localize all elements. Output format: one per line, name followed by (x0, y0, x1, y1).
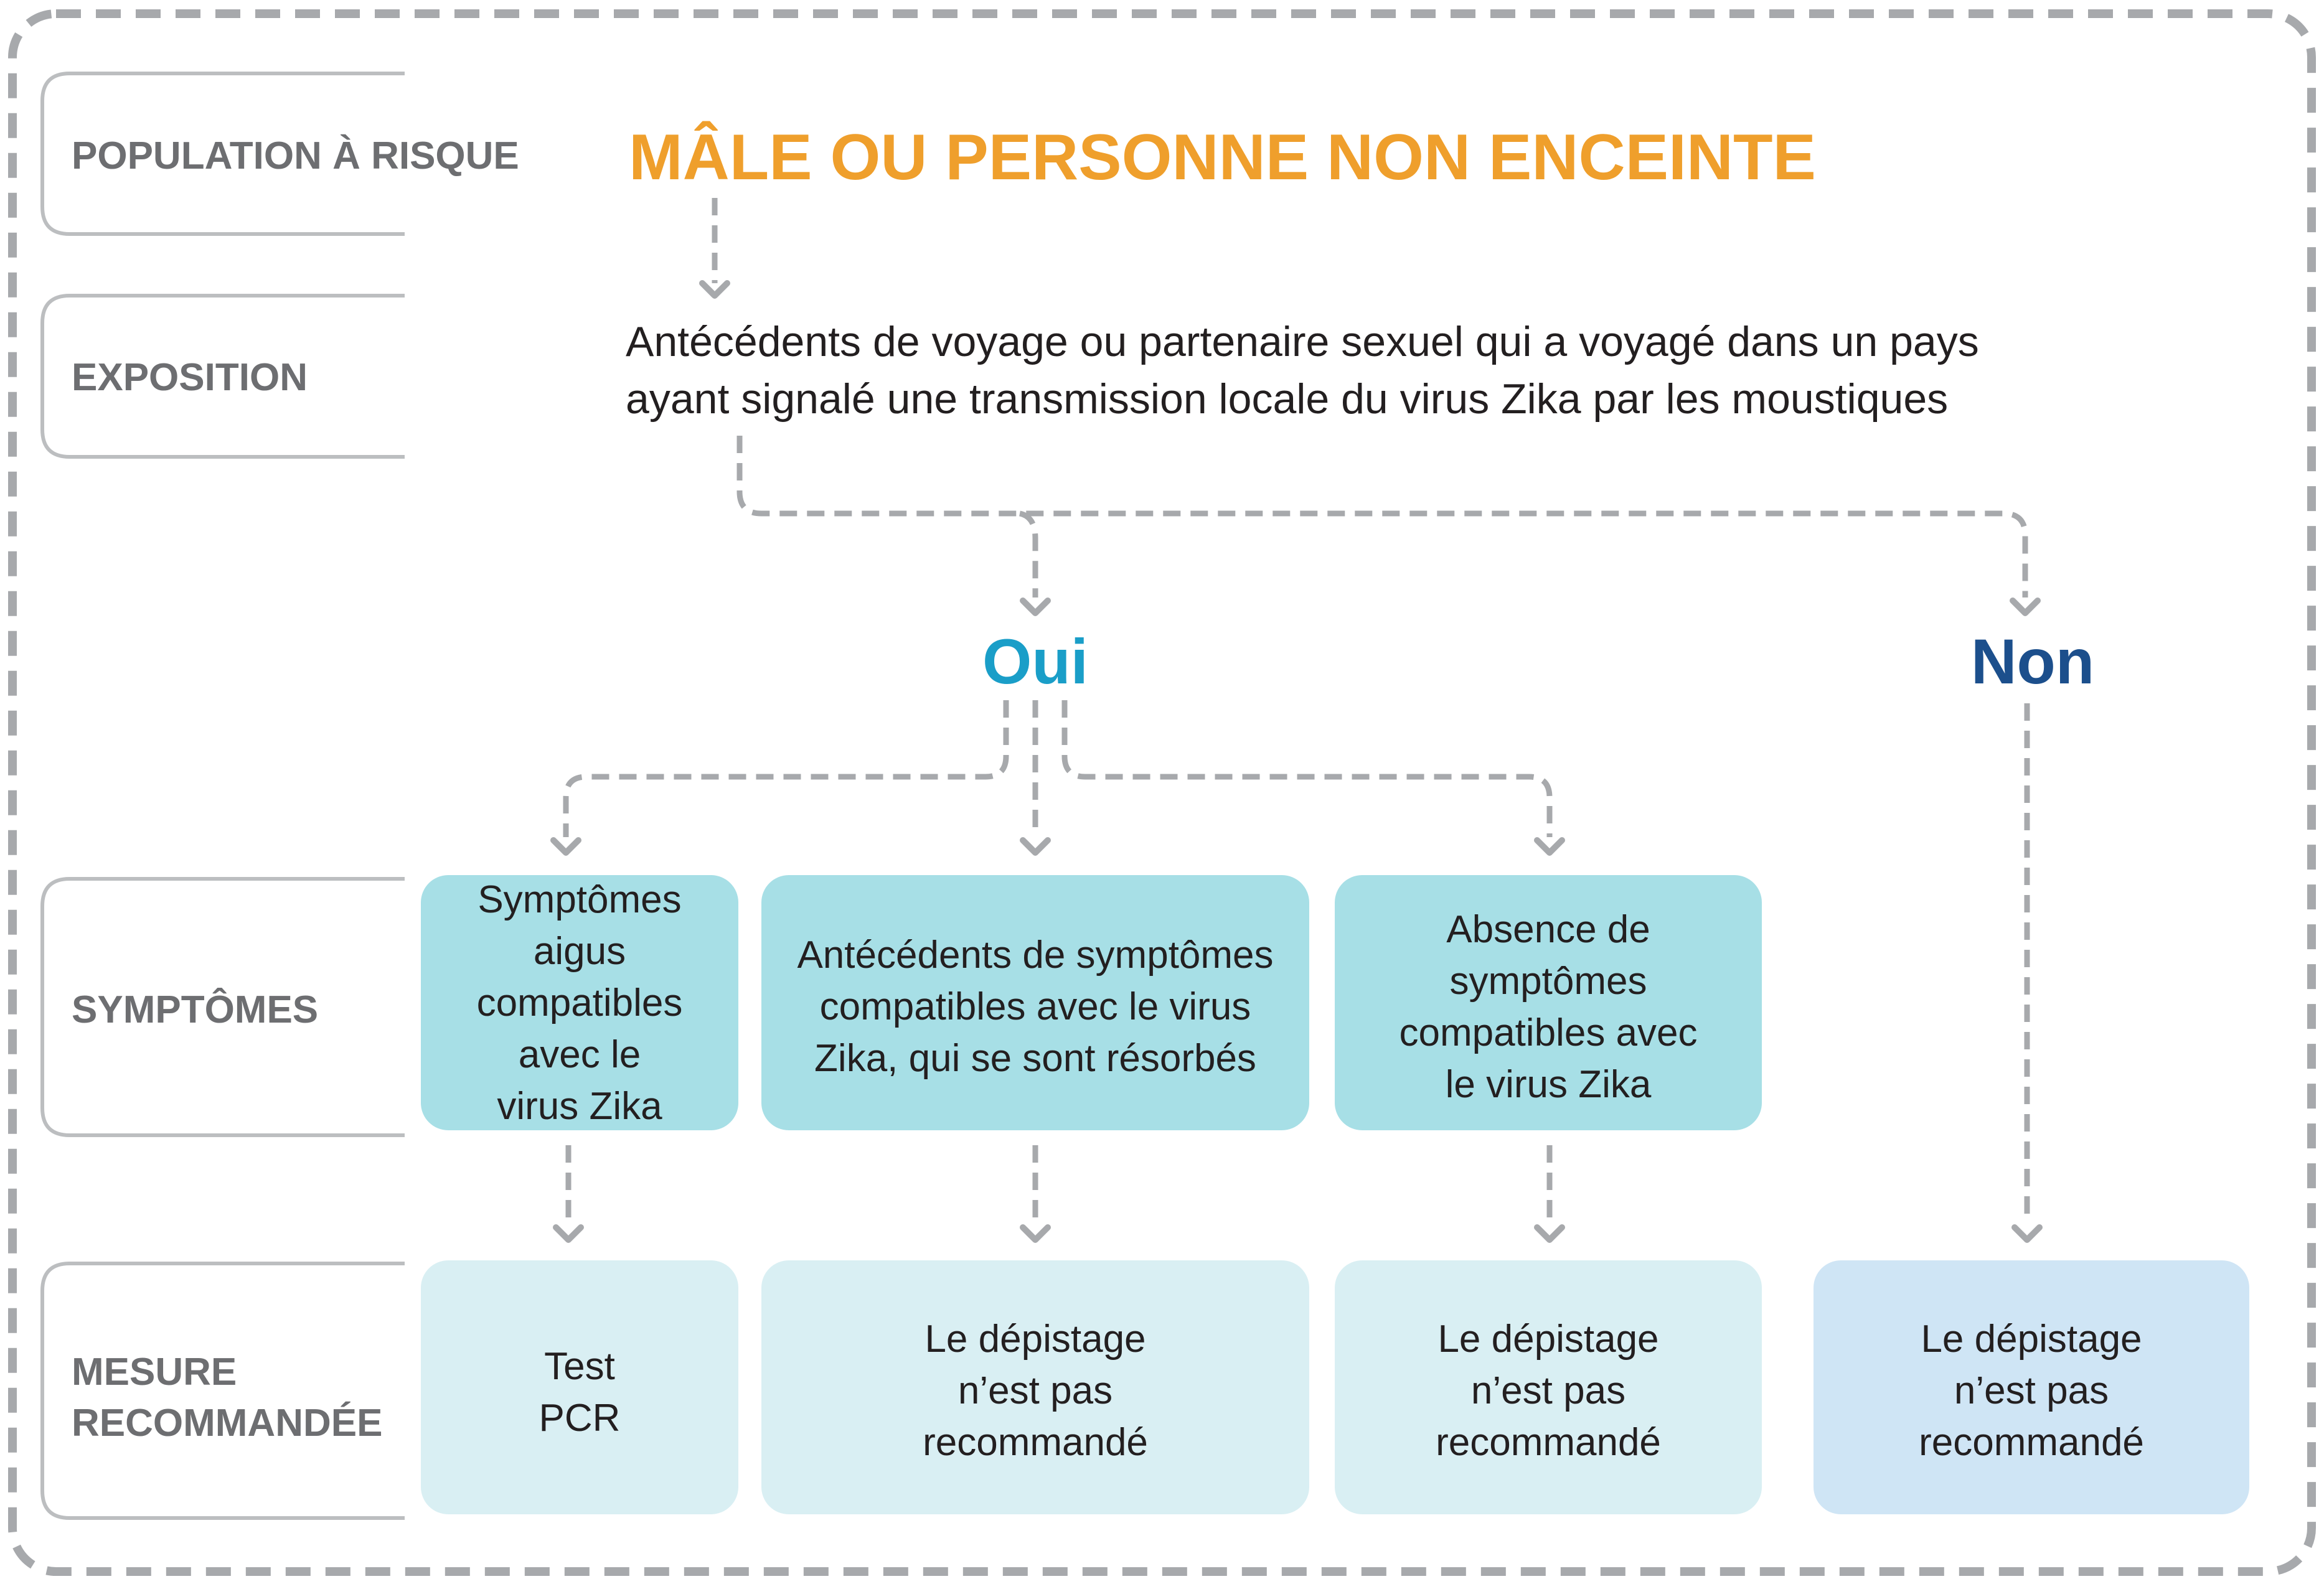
measure-box-3: Le dépistage n’est pas recommandé (1335, 1260, 1762, 1514)
symptom-box-1-line-5: virus Zika (497, 1085, 662, 1128)
arrowhead-symptom-1 (550, 837, 581, 856)
arrowhead-measure-1 (553, 1224, 584, 1243)
row-label-exposition: EXPOSITION (40, 294, 405, 459)
row-label-mesure-line-2: RECOMMANDÉE (72, 1402, 382, 1445)
measure-box-3-line-1: Le dépistage (1437, 1318, 1658, 1361)
measure-box-2-line-1: Le dépistage (924, 1318, 1146, 1361)
branch-label-oui: Oui (982, 626, 1088, 697)
connector-exposition-split (736, 436, 2028, 598)
measure-box-2-line-2: n’est pas (958, 1369, 1113, 1412)
measure-box-2-line-3: recommandé (923, 1421, 1148, 1464)
arrowhead-symptom-2 (1020, 837, 1051, 856)
symptom-box-1-line-1: Symptômes (478, 878, 681, 921)
measure-box-3-line-3: recommandé (1436, 1421, 1661, 1464)
exposition-text-line-1: Antécédents de voyage ou partenaire sexu… (626, 318, 1979, 365)
connector-oui-left (563, 700, 1009, 837)
exposition-text-line-2: ayant signalé une transmission locale du… (626, 375, 1948, 423)
measure-box-4: Le dépistage n’est pas recommandé (1814, 1260, 2249, 1514)
arrowhead-exposition (699, 280, 730, 299)
symptom-box-2-line-3: Zika, qui se sont résorbés (814, 1037, 1256, 1080)
measure-box-4-line-2: n’est pas (1954, 1369, 2109, 1412)
row-label-exposition-text: EXPOSITION (72, 356, 308, 399)
arrowhead-non (2010, 598, 2041, 616)
row-label-mesure-line-1: MESURE (72, 1351, 237, 1394)
connector-oui-right (1061, 700, 1553, 837)
symptom-box-1-line-3: compatibles (477, 982, 683, 1024)
arrowhead-symptom-3 (1534, 837, 1565, 856)
symptom-box-2: Antécédents de symptômes compatibles ave… (761, 875, 1309, 1130)
symptom-box-2-line-1: Antécédents de symptômes (797, 934, 1273, 977)
row-label-mesure: MESURE RECOMMANDÉE (40, 1262, 405, 1520)
symptom-box-2-line-2: compatibles avec le virus (820, 985, 1251, 1028)
measure-box-2: Le dépistage n’est pas recommandé (761, 1260, 1309, 1514)
row-label-population: POPULATION À RISQUE (40, 72, 519, 236)
measure-box-3-line-2: n’est pas (1471, 1369, 1625, 1412)
symptom-box-3-line-3: compatibles avec (1399, 1011, 1697, 1054)
measure-box-1-line-1: Test (544, 1345, 615, 1388)
measure-box-4-line-3: recommandé (1919, 1421, 2144, 1464)
connector-to-oui (1019, 510, 1038, 598)
measure-box-1: Test PCR (421, 1260, 738, 1514)
symptom-box-3-line-4: le virus Zika (1446, 1063, 1652, 1106)
row-label-symptomes: SYMPTÔMES (40, 877, 405, 1137)
measure-box-4-line-1: Le dépistage (1921, 1318, 2142, 1361)
arrowhead-measure-2 (1020, 1224, 1051, 1243)
measure-box-1-line-2: PCR (539, 1397, 621, 1440)
connectors (550, 198, 2043, 1243)
branch-label-non: Non (1971, 626, 2094, 697)
symptom-box-3-line-1: Absence de (1446, 908, 1650, 951)
symptom-box-1-line-2: aigus (534, 930, 626, 973)
symptom-box-1-line-4: avec le (519, 1033, 641, 1076)
population-title: MÂLE OU PERSONNE NON ENCEINTE (629, 121, 1816, 194)
arrowhead-oui (1020, 598, 1051, 616)
row-label-symptomes-text: SYMPTÔMES (72, 988, 318, 1031)
symptom-box-1: Symptômes aigus compatibles avec le viru… (421, 875, 738, 1130)
symptom-box-3: Absence de symptômes compatibles avec le… (1335, 875, 1762, 1130)
outer-dashed-frame (8, 9, 2316, 1576)
row-label-population-text: POPULATION À RISQUE (72, 134, 519, 177)
arrowhead-measure-4 (2011, 1224, 2043, 1243)
symptom-box-3-line-2: symptômes (1450, 960, 1647, 1003)
arrowhead-measure-3 (1534, 1224, 1565, 1243)
